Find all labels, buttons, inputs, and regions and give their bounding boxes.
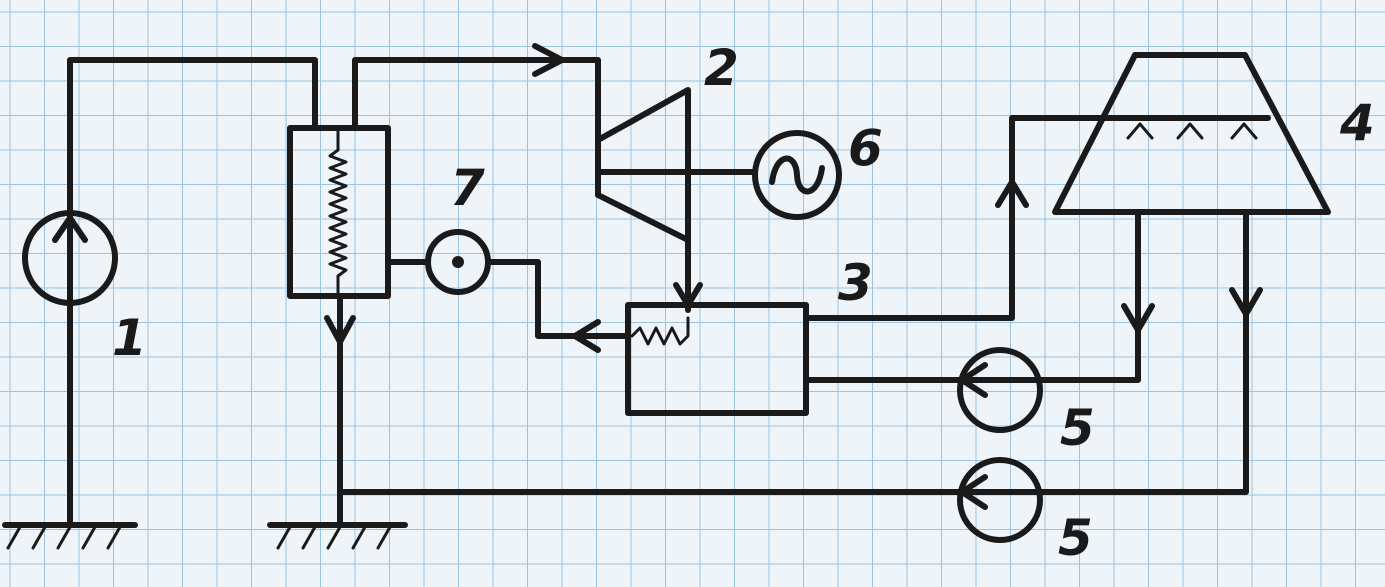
label-cooling-tower: 4: [1339, 94, 1375, 152]
cooling-pump-lower: [957, 209, 1263, 543]
heat-exchanger: [287, 125, 391, 299]
label-turbine: 2: [704, 39, 739, 97]
vapour-line: [352, 43, 601, 143]
circulation-pump-7: [385, 229, 631, 353]
production-line: [67, 57, 318, 528]
label-pump-upper: 5: [1060, 399, 1095, 457]
ground-symbol-right: [267, 522, 408, 550]
label-well-pump: 1: [112, 309, 147, 367]
cooling-pump-upper: [803, 209, 1155, 433]
cooling-tower: [1052, 52, 1331, 215]
generator: [752, 130, 842, 220]
label-condenser: 3: [838, 254, 873, 312]
label-generator: 6: [848, 119, 883, 177]
turbine: [595, 87, 758, 313]
reinjection-line: [324, 293, 963, 528]
label-meter: 7: [450, 159, 485, 217]
condenser: [625, 302, 809, 416]
well-pump: [22, 210, 118, 306]
label-pump-lower: 5: [1058, 509, 1093, 567]
ground-symbol-left: [2, 522, 138, 550]
cooling-water-up: [803, 115, 1108, 321]
